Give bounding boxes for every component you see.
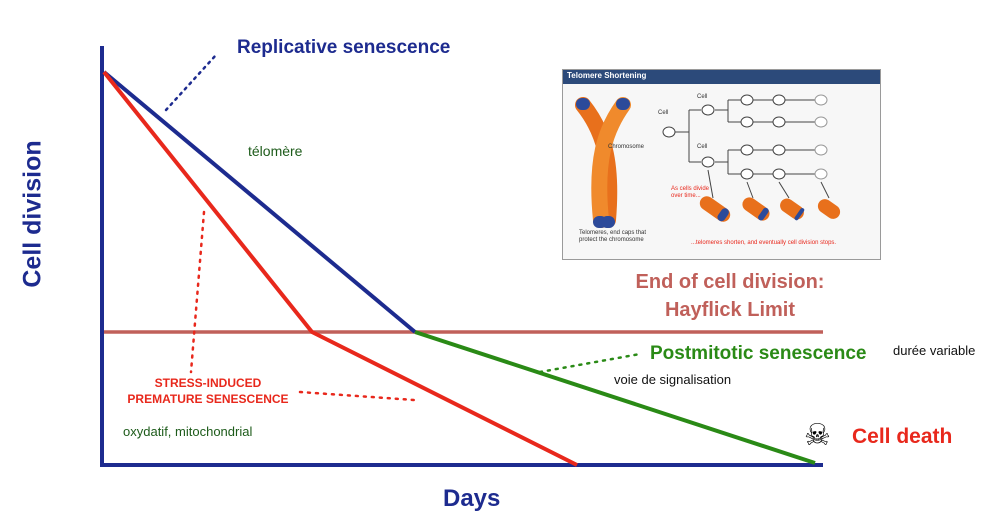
inset-cell-label-3: Cell	[697, 144, 708, 150]
inset-cell-label-1: Cell	[658, 110, 669, 116]
postmitotic-senescence-label: Postmitotic senescence	[650, 343, 867, 364]
inset-illustration	[575, 94, 841, 228]
inset-as-cells-line1: As cells divide	[671, 186, 710, 192]
replicative-senescence-line	[102, 70, 417, 334]
inset-title: Telomere Shortening	[567, 71, 647, 80]
inset-shorten-label: ...telomeres shorten, and eventually cel…	[691, 240, 837, 246]
skull-icon: ☠	[804, 419, 831, 452]
stress-line1: STRESS-INDUCED	[154, 376, 262, 390]
telomere-label: télomère	[248, 143, 303, 159]
stress-induced-label: STRESS-INDUCED PREMATURE SENESCENCE	[108, 375, 308, 407]
oxidative-label: oxydatif, mitochondrial	[123, 424, 253, 439]
stress-induced-line	[102, 70, 578, 467]
inset-telomeres-line1: Telomeres, end caps that	[579, 230, 647, 236]
inset-chromosome-label: Chromosome	[608, 144, 645, 150]
hayflick-limit-label: End of cell division: Hayflick Limit	[575, 268, 885, 324]
telomere-tips	[699, 196, 841, 222]
cell-icons	[662, 94, 828, 180]
stress-connector-horizontal	[298, 390, 416, 402]
replicative-senescence-label: Replicative senescence	[237, 37, 451, 58]
inset-title-bar: Telomere Shortening	[563, 70, 880, 84]
stress-connector-vertical	[189, 210, 206, 374]
telomere-shortening-inset: Telomere Shortening	[562, 69, 881, 260]
duree-label: durée variable	[893, 343, 976, 358]
stress-line2: PREMATURE SENESCENCE	[127, 392, 289, 406]
division-arrows	[707, 169, 830, 199]
cell-lineage-tree	[675, 99, 815, 175]
inset-cell-label-2: Cell	[697, 94, 708, 100]
inset-telomeres-label: Telomeres, end caps that protect the chr…	[579, 230, 646, 244]
chromosome-icon	[575, 97, 631, 228]
postmitotic-connector	[538, 352, 642, 374]
x-axis-label: Days	[443, 485, 501, 512]
postmitotic-line	[414, 330, 816, 465]
end-division-line1: End of cell division:	[635, 271, 825, 293]
replicative-connector	[164, 53, 218, 112]
inset-telomeres-line2: protect the chromosome	[579, 237, 644, 243]
cell-death-label: Cell death	[852, 425, 953, 448]
inset-as-cells-line2: over time...	[671, 193, 701, 199]
inset-as-cells-label: As cells divide over time...	[671, 186, 709, 200]
end-division-line2: Hayflick Limit	[664, 299, 796, 321]
voie-label: voie de signalisation	[614, 372, 732, 387]
y-axis-label: Cell division	[18, 140, 47, 288]
